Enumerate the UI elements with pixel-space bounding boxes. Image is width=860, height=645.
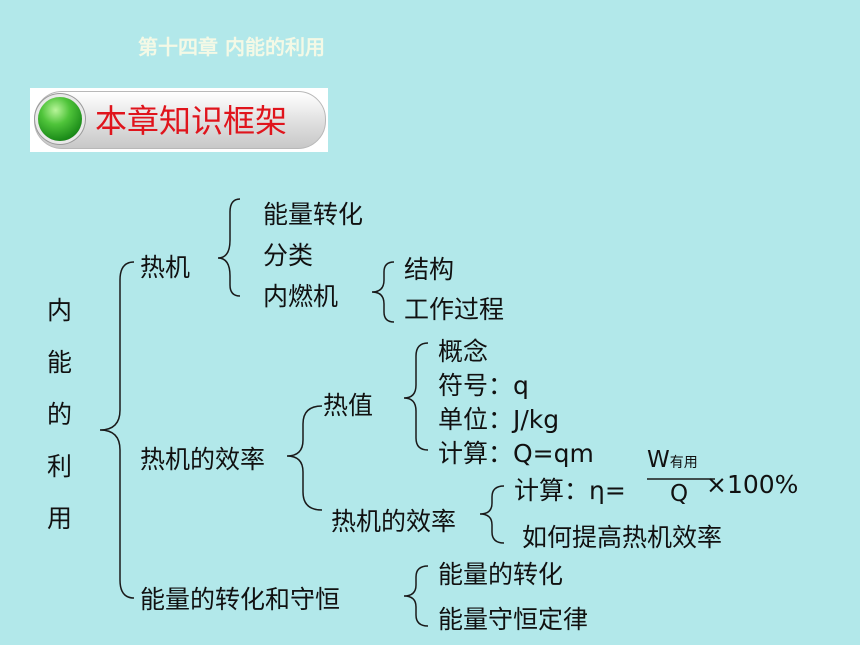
formula-multiplier: ×100% bbox=[706, 470, 799, 499]
node-internal-combustion: 内燃机 bbox=[263, 282, 339, 311]
root-char-5: 用 bbox=[47, 504, 73, 533]
formula-numerator: W有用 bbox=[647, 447, 698, 473]
node-engine-efficiency: 热机的效率 bbox=[331, 507, 457, 536]
brace-engine-eff bbox=[479, 485, 505, 544]
formula-prefix: 计算：η= bbox=[514, 476, 626, 505]
root-char-2: 能 bbox=[47, 348, 73, 377]
node-efficiency: 热机的效率 bbox=[140, 445, 266, 474]
brace-heat-value bbox=[403, 342, 429, 451]
node-conservation-law: 能量守恒定律 bbox=[438, 605, 589, 634]
node-heat-value: 热值 bbox=[323, 391, 374, 420]
node-structure: 结构 bbox=[404, 255, 455, 284]
chapter-title: 第十四章 内能的利用 bbox=[138, 35, 325, 59]
node-conservation: 能量的转化和守恒 bbox=[140, 585, 341, 614]
node-energy-transform: 能量的转化 bbox=[438, 560, 564, 589]
node-calc-q: 计算：Q=qm bbox=[438, 439, 594, 468]
root-char-3: 的 bbox=[47, 400, 73, 429]
formula-numerator-sub: 有用 bbox=[669, 455, 698, 471]
banner-pill bbox=[34, 91, 326, 149]
node-working-process: 工作过程 bbox=[404, 295, 505, 324]
node-classification: 分类 bbox=[263, 241, 314, 270]
formula-denominator: Q bbox=[670, 481, 689, 507]
node-heat-engine: 热机 bbox=[140, 253, 191, 282]
brace-ice bbox=[371, 261, 395, 323]
green-ball-icon bbox=[38, 97, 82, 141]
node-improve-efficiency: 如何提高热机效率 bbox=[522, 523, 723, 552]
brace-conservation bbox=[403, 565, 429, 627]
node-concept: 概念 bbox=[438, 337, 489, 366]
root-char-4: 利 bbox=[47, 452, 73, 481]
banner-title: 本章知识框架 bbox=[95, 102, 288, 140]
node-symbol: 符号：q bbox=[438, 371, 529, 400]
root-char-1: 内 bbox=[47, 296, 73, 325]
node-energy-conversion: 能量转化 bbox=[263, 200, 364, 229]
section-banner bbox=[30, 88, 328, 152]
brace-root bbox=[99, 261, 135, 599]
brace-efficiency bbox=[286, 405, 323, 511]
brace-heat-engine bbox=[217, 198, 241, 297]
node-unit: 单位：J/kg bbox=[438, 405, 560, 434]
